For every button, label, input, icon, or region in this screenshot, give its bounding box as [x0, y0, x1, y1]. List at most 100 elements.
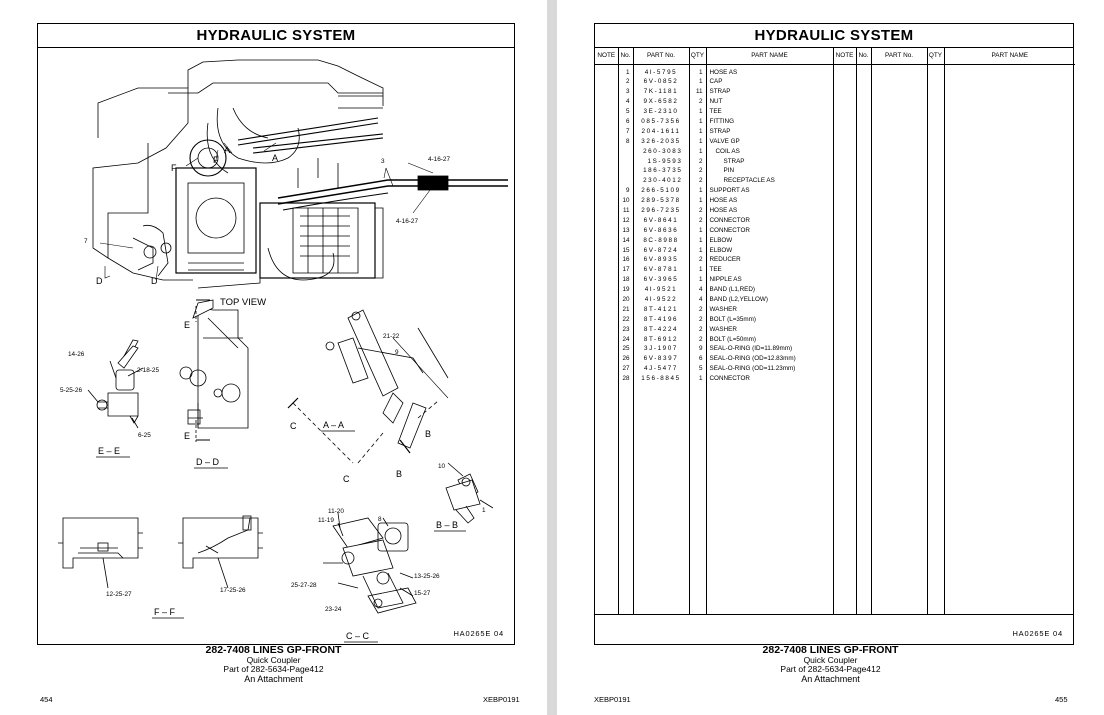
part-number: 6V-8781 [643, 266, 679, 274]
svg-text:B: B [425, 429, 431, 439]
svg-text:D: D [151, 276, 158, 286]
svg-text:D: D [96, 276, 103, 286]
top-view-drawing [92, 59, 508, 289]
page-footer: 282-7408 LINES GP-FRONT Quick Coupler Pa… [557, 644, 1104, 684]
item-number: 4 [625, 98, 630, 106]
svg-text:A: A [224, 145, 230, 155]
footer-title: 282-7408 LINES GP-FRONT [762, 644, 899, 656]
part-name: VALVE GP [709, 137, 740, 145]
view-labels: TOP VIEW E – E D – D A – A B – B F – F C… [98, 297, 458, 641]
footer-line-2: Quick Coupler [803, 654, 858, 665]
part-number: 7K-1181 [643, 88, 679, 96]
part-name: SUPPORT AS [709, 187, 750, 195]
svg-text:B: B [396, 469, 402, 479]
part-name: WASHER [709, 305, 737, 313]
part-quantity: 2 [698, 157, 703, 165]
part-number: 3J-1907 [644, 345, 678, 353]
part-number: 204-1611 [641, 127, 681, 135]
view-d-d-drawing [179, 299, 249, 442]
part-name: CONNECTOR [709, 226, 750, 234]
part-name: STRAP [723, 157, 745, 165]
part-quantity: 2 [698, 256, 703, 264]
part-name: REDUCER [709, 256, 741, 264]
part-number: 326-2035 [641, 137, 681, 145]
part-name: BAND (L1,RED) [709, 286, 756, 294]
svg-text:15-27: 15-27 [414, 590, 431, 597]
part-name: RECEPTACLE AS [723, 177, 775, 185]
part-quantity: 9 [698, 345, 703, 353]
part-name: CAP [709, 78, 723, 86]
part-quantity: 2 [698, 216, 703, 224]
part-quantity: 1 [698, 68, 703, 76]
part-quantity: 2 [698, 305, 703, 313]
svg-text:4-16-27: 4-16-27 [428, 156, 450, 163]
item-number: 23 [622, 325, 630, 333]
callout-leaders [99, 142, 434, 281]
svg-text:F: F [171, 163, 177, 173]
parts-table: NOTE No. PART No. QTY PART NAME NOTE No.… [595, 48, 1075, 614]
table-bottom-rule [595, 614, 1073, 615]
item-number: 3 [625, 88, 630, 96]
part-number: 4I-9521 [644, 286, 678, 294]
part-number: 3E-2310 [643, 108, 679, 116]
svg-text:C – C: C – C [346, 631, 370, 641]
part-number: 8T-4121 [643, 305, 679, 313]
part-name: BOLT (L=50mm) [709, 335, 756, 343]
part-number: 156-8845 [641, 375, 681, 383]
col-note-2: NOTE [832, 48, 856, 65]
svg-text:9: 9 [395, 349, 399, 356]
svg-text:21-22: 21-22 [383, 333, 400, 340]
svg-text:23-24: 23-24 [325, 606, 342, 613]
part-number: 6V-8397 [643, 355, 679, 363]
col-note: NOTE [595, 48, 618, 65]
note-column [595, 64, 618, 614]
part-name: STRAP [709, 127, 731, 135]
part-name: HOSE AS [709, 206, 738, 214]
part-number: 6V-3965 [643, 276, 679, 284]
part-quantity: 1 [698, 246, 703, 254]
part-number: 085-7356 [641, 117, 681, 125]
page-number: 454 [40, 695, 53, 704]
part-quantity: 2 [698, 98, 703, 106]
part-quantity: 11 [695, 88, 703, 96]
item-number: 8 [625, 137, 630, 145]
part-number: 8T-4224 [643, 325, 679, 333]
svg-text:A – A: A – A [323, 420, 344, 430]
svg-text:1: 1 [482, 507, 486, 514]
part-number: 266-5109 [641, 187, 681, 195]
item-number: 2 [625, 78, 630, 86]
item-number: 18 [622, 276, 630, 284]
svg-text:C: C [290, 421, 297, 431]
part-quantity: 1 [698, 147, 703, 155]
part-name: NIPPLE AS [709, 276, 742, 284]
part-name: HOSE AS [709, 68, 738, 76]
part-name: HOSE AS [709, 197, 738, 205]
part-number: 8T-6912 [643, 335, 679, 343]
svg-text:11-19: 11-19 [318, 517, 334, 524]
svg-text:C: C [343, 474, 350, 484]
part-name: SEAL-O-RING (OD=12.83mm) [709, 355, 796, 363]
part-name: NUT [709, 98, 723, 106]
item-number [619, 166, 633, 176]
svg-text:13-25-26: 13-25-26 [414, 573, 440, 580]
part-number: 4I-5795 [644, 68, 678, 76]
part-quantity: 1 [698, 197, 703, 205]
part-number-column-2 [870, 64, 927, 614]
item-number: 9 [625, 187, 630, 195]
callout-labels: 3 4-16-27 4-16-27 7 A A F F D D E E C C … [60, 145, 486, 613]
svg-text:F – F: F – F [154, 607, 176, 617]
item-number: 21 [622, 305, 630, 313]
col-part-no: PART No. [632, 48, 689, 65]
item-number: 19 [622, 286, 630, 294]
part-quantity: 4 [698, 286, 703, 294]
view-b-b-drawing [445, 462, 494, 524]
part-number: 6V-8935 [643, 256, 679, 264]
part-quantity: 1 [698, 226, 703, 234]
part-number: 1S-9593 [647, 157, 683, 165]
table-header-row: NOTE No. PART No. QTY PART NAME NOTE No.… [595, 48, 1075, 65]
svg-text:2-18-25: 2-18-25 [137, 367, 159, 374]
part-number: 6V-0852 [643, 78, 679, 86]
item-number: 13 [622, 226, 630, 234]
